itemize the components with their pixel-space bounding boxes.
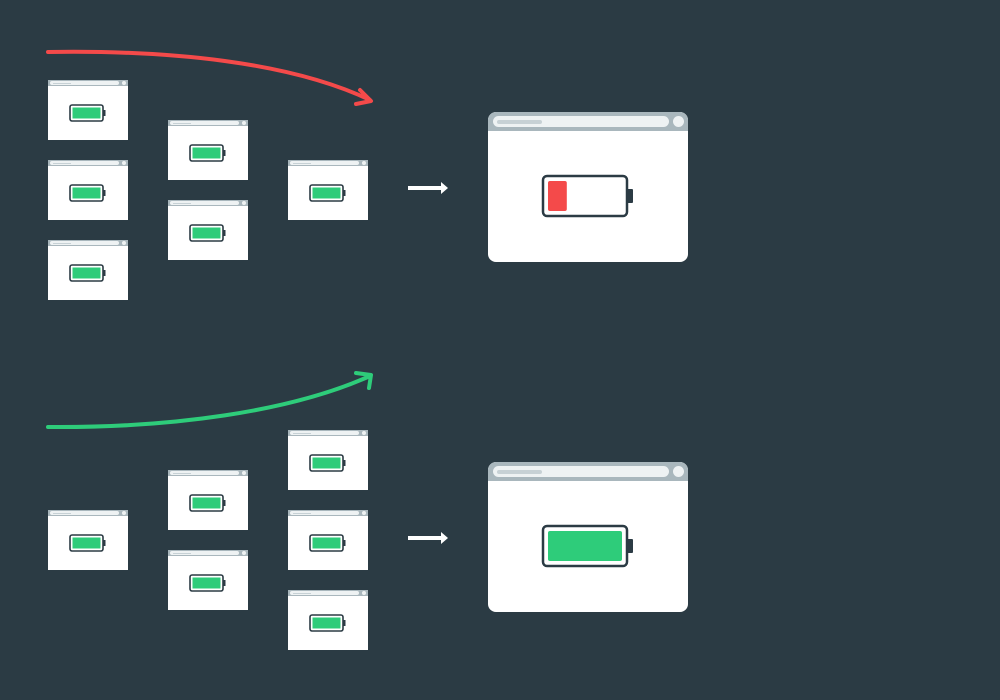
small-window bbox=[288, 160, 368, 220]
window-titlebar bbox=[288, 590, 368, 596]
battery-full-icon bbox=[69, 184, 106, 202]
small-window bbox=[288, 430, 368, 490]
battery-full-icon bbox=[69, 104, 106, 122]
battery-full-icon bbox=[189, 224, 226, 242]
window-titlebar bbox=[288, 430, 368, 436]
small-window bbox=[48, 160, 128, 220]
small-window bbox=[48, 510, 128, 570]
battery-low-icon bbox=[541, 174, 633, 218]
window-titlebar bbox=[48, 160, 128, 166]
small-window bbox=[288, 510, 368, 570]
small-window bbox=[168, 550, 248, 610]
small-window bbox=[48, 240, 128, 300]
battery-full-icon bbox=[189, 574, 226, 592]
window-titlebar bbox=[48, 510, 128, 516]
small-window bbox=[168, 470, 248, 530]
battery-full-icon bbox=[309, 454, 346, 472]
window-titlebar bbox=[288, 510, 368, 516]
window-titlebar bbox=[168, 200, 248, 206]
result-window-low bbox=[488, 112, 688, 262]
battery-full-icon bbox=[309, 184, 346, 202]
window-titlebar bbox=[48, 80, 128, 86]
battery-full-icon bbox=[541, 524, 633, 568]
right-arrow-icon bbox=[408, 182, 448, 194]
battery-full-icon bbox=[69, 534, 106, 552]
window-titlebar bbox=[48, 240, 128, 246]
small-window bbox=[168, 120, 248, 180]
window-titlebar bbox=[488, 462, 688, 481]
battery-full-icon bbox=[189, 494, 226, 512]
window-titlebar bbox=[168, 470, 248, 476]
window-titlebar bbox=[488, 112, 688, 131]
window-titlebar bbox=[168, 550, 248, 556]
curved-arrow-red-icon bbox=[46, 49, 373, 106]
battery-full-icon bbox=[189, 144, 226, 162]
battery-full-icon bbox=[309, 534, 346, 552]
curved-arrow-green-icon bbox=[46, 371, 373, 430]
window-titlebar bbox=[168, 120, 248, 126]
window-titlebar bbox=[288, 160, 368, 166]
small-window bbox=[288, 590, 368, 650]
battery-full-icon bbox=[309, 614, 346, 632]
result-window-full bbox=[488, 462, 688, 612]
battery-full-icon bbox=[69, 264, 106, 282]
small-window bbox=[168, 200, 248, 260]
small-window bbox=[48, 80, 128, 140]
right-arrow-icon bbox=[408, 532, 448, 544]
